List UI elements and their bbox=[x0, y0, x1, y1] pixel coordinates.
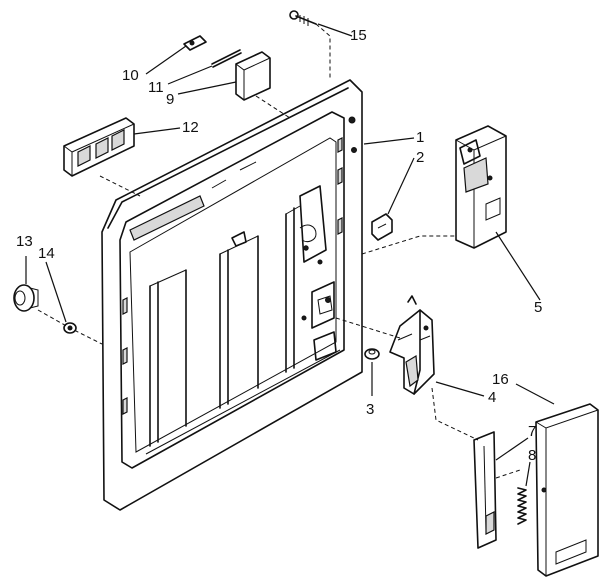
callout-8: 8 bbox=[528, 447, 536, 464]
cover bbox=[535, 403, 599, 577]
inner-door-panel bbox=[101, 79, 363, 511]
callout-11: 11 bbox=[148, 79, 164, 96]
callouts: 1 2 3 4 5 7 8 9 10 11 12 13 14 15 16 bbox=[16, 27, 542, 464]
callout-10: 10 bbox=[122, 67, 139, 84]
leader-lines bbox=[25, 23, 555, 487]
callout-16: 16 bbox=[492, 371, 509, 388]
callout-13: 13 bbox=[16, 233, 33, 250]
spring bbox=[517, 487, 527, 525]
callout-9: 9 bbox=[166, 91, 174, 108]
knob bbox=[13, 284, 39, 312]
callout-14: 14 bbox=[38, 245, 55, 262]
switch-housing bbox=[455, 125, 507, 249]
assembly-lines bbox=[37, 23, 521, 479]
clip-2 bbox=[371, 213, 393, 241]
callout-15: 15 bbox=[350, 27, 367, 44]
clip bbox=[183, 35, 207, 51]
screw bbox=[289, 10, 317, 26]
callout-12: 12 bbox=[182, 119, 199, 136]
callout-7: 7 bbox=[528, 423, 536, 440]
latch bbox=[389, 295, 435, 395]
handle bbox=[63, 117, 135, 177]
bracket bbox=[473, 431, 497, 549]
callout-5: 5 bbox=[534, 299, 542, 316]
nut bbox=[364, 348, 380, 360]
callout-3: 3 bbox=[366, 401, 374, 418]
pin bbox=[211, 49, 242, 68]
callout-1: 1 bbox=[416, 129, 424, 146]
cap bbox=[235, 51, 271, 101]
callout-2: 2 bbox=[416, 149, 424, 166]
callout-4: 4 bbox=[488, 389, 496, 406]
